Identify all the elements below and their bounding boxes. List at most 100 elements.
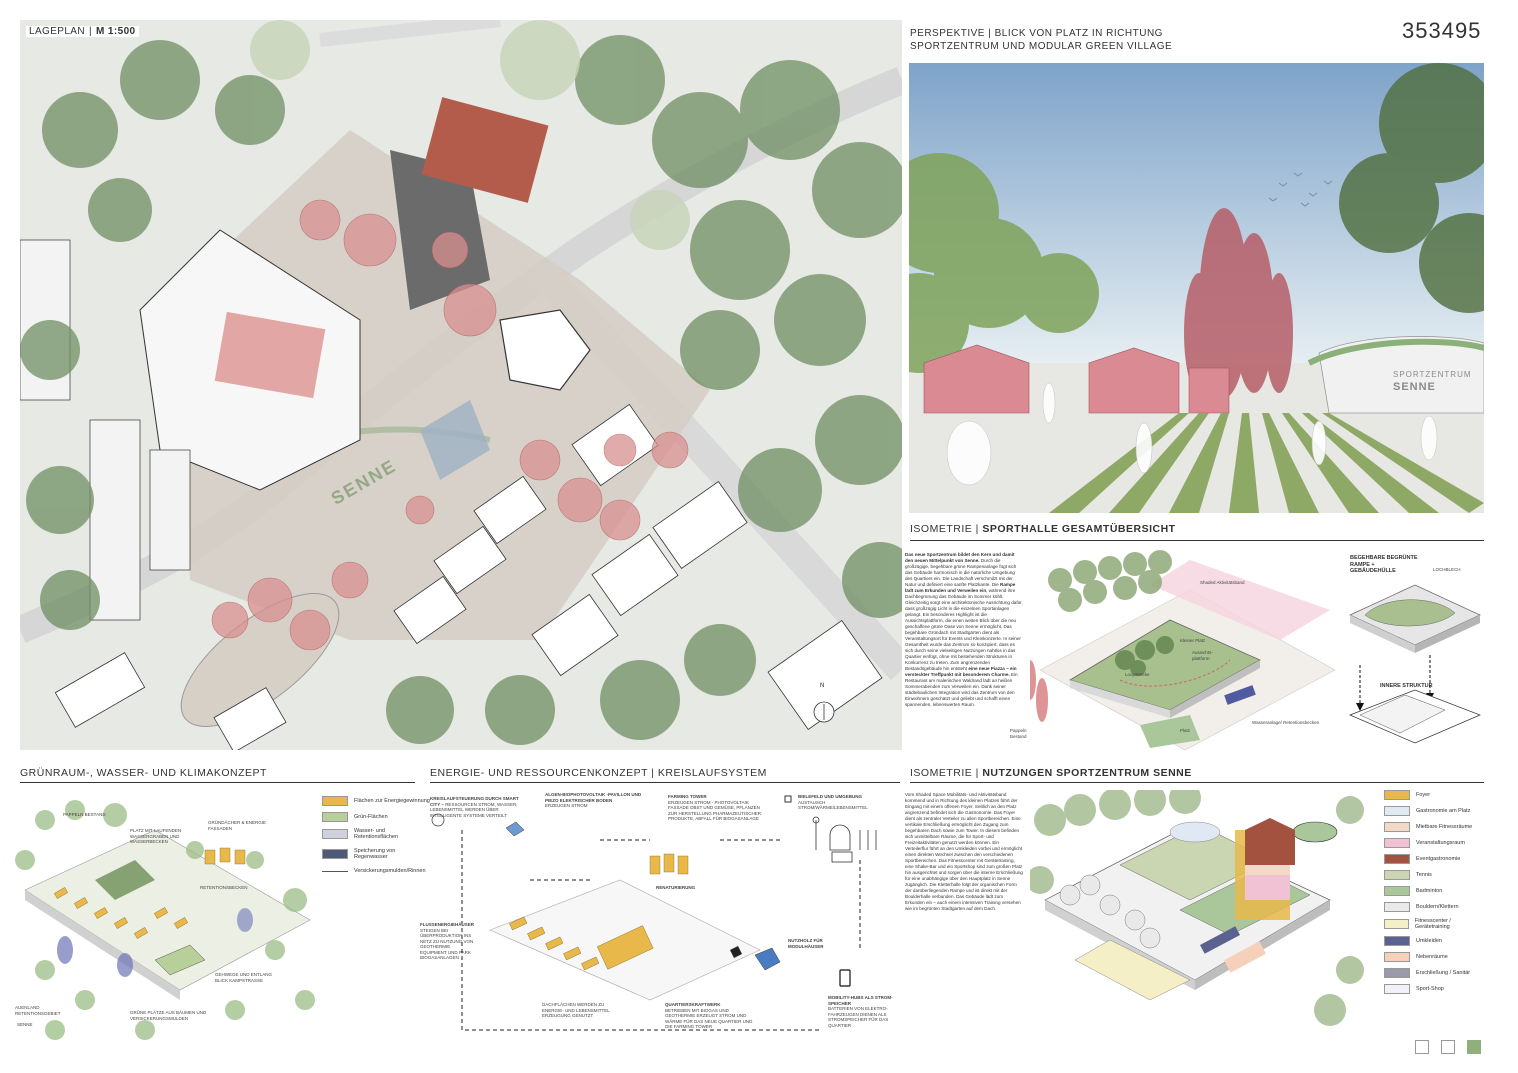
- para-part-1: Durch die großzügige, begehbare grüne Ra…: [905, 558, 1017, 587]
- usage-legend-2: Mietbare Fitnessräume: [1384, 822, 1484, 832]
- site-plan-drawing: [20, 20, 902, 750]
- para-part-3: , während ihre Dachbegrünung das Gebäude…: [905, 588, 1023, 671]
- gc-legend-label-0: Flächen zur Energiegewinnung: [354, 798, 430, 804]
- en-bielefeld: BIELEFELD UND UMGEBUNG AUSTAUSCH STROM/W…: [798, 794, 888, 811]
- usage-legend-swatch-10: [1384, 952, 1410, 962]
- gc-baumen: GRÜNE PLÄTZE AUS BÄUMEN UND VERSICKERUNG…: [130, 1010, 207, 1021]
- perspective-title-bold-2: SPORTZENTRUM UND MODULAR GREEN VILLAGE: [910, 41, 1173, 52]
- en-algen-text: ERZEUGEN STROM: [545, 803, 588, 808]
- perspective-title-bold-1: BLICK VON PLATZ IN RICHTUNG: [994, 28, 1163, 39]
- gc-legend-swatch-3: [322, 849, 348, 859]
- para-part-2: Rampe lädt zum Erkunden und Verweilen ei…: [905, 582, 1016, 593]
- en-quartier-text: BETRIEBEN MIT BIOGAS UND GEOTHERMIE ERZE…: [665, 1007, 753, 1030]
- usage-legend-swatch-9: [1384, 936, 1410, 946]
- en-smart-city: KREISLAUFSTEUERUNG DURCH SMART CITY – RE…: [430, 796, 525, 818]
- gc-legend-2: Wasser- und Retentionsflächen: [322, 828, 412, 840]
- iso-usage-title-bold: NUTZUNGEN SPORTZENTRUM SENNE: [982, 767, 1192, 779]
- en-algen: ALGEN-BIOPHOTOVOLTAIK -PAVILLON UND PIEZ…: [545, 792, 645, 809]
- gc-platz: PLATZ MIT LAUFENDEN WASSERGRABEN UND WAS…: [130, 828, 182, 844]
- iso-overview-svg: [1018, 550, 1336, 751]
- iso-platz-label: Platz: [1180, 728, 1191, 733]
- iso-aussicht-label: Aussichts-plattform: [1192, 650, 1213, 661]
- usage-legend-swatch-2: [1384, 822, 1410, 832]
- iso-usage-drawing: [1026, 782, 1370, 1045]
- usage-legend-8: Fitnesscenter / Gerätetraining: [1384, 918, 1484, 930]
- sport-sign-line1: SPORTZENTRUM: [1393, 370, 1472, 379]
- usage-legend-swatch-5: [1384, 870, 1410, 880]
- usage-legend-label-1: Gastronomie am Platz: [1416, 808, 1471, 814]
- north-label: N: [820, 683, 825, 689]
- usage-legend-11: Erschließung / Sanitär: [1384, 968, 1484, 978]
- iso-wasser-label: Wasseranlage/ Retentionsbecken: [1252, 720, 1320, 725]
- energy-concept-rule: [430, 782, 900, 783]
- en-mobility-text: BATTERIEN VON ELEKTRO-FAHRZEUGEN DIENEN …: [828, 1006, 889, 1028]
- site-plan-title: LAGEPLAN|M 1:500: [26, 26, 139, 37]
- gc-legend-label-3: Speicherung von Regenwasser: [354, 848, 396, 860]
- gc-retention: RETENTIONSBECKEN: [200, 885, 248, 890]
- en-quartier-title: QUARTIERSKRAFTWERK: [665, 1002, 721, 1007]
- iso-usage-title-light: ISOMETRIE: [910, 767, 973, 779]
- page-marker-2: [1441, 1040, 1455, 1054]
- usage-legend-swatch-4: [1384, 854, 1410, 864]
- para-part-0: Das neue Sportzentrum bildet den Kern un…: [905, 552, 1015, 563]
- site-plan-title-text: LAGEPLAN: [29, 26, 86, 37]
- usage-legend-swatch-6: [1384, 886, 1410, 896]
- iso-usage-legend: Foyer Gastronomie am Platz Mietbare Fitn…: [1384, 790, 1484, 1000]
- iso-overview-drawing: Shaded Aktivitätsband Kleiner Platz Auss…: [1010, 550, 1340, 760]
- iso-overview-title-light: ISOMETRIE: [910, 523, 973, 535]
- usage-legend-3: Veranstaltungsraum: [1384, 838, 1484, 848]
- en-fluss: FLUSSENERGIEHÄUSER STEIGEN BEI ÜBERPRODU…: [420, 922, 475, 961]
- usage-legend-label-6: Badminton: [1416, 888, 1443, 894]
- rampe-title: BEGEHBARE BEGRÜNTE RAMPE + GEBÄUDEHÜLLE: [1350, 555, 1418, 574]
- para-part-4: eine neue Piazza – ein versteckter Treff…: [905, 666, 1017, 677]
- usage-legend-label-7: Bouldern/Klettern: [1416, 904, 1459, 910]
- usage-legend-4: Eventgastronomie: [1384, 854, 1484, 864]
- site-plan-scale: M 1:500: [96, 26, 136, 37]
- iso-shaded-label: Shaded Aktivitätsband: [1200, 580, 1245, 585]
- energy-title-bold: KREISLAUFSYSTEM: [657, 767, 767, 779]
- perspective-title-light: PERSPEKTIVE: [910, 28, 985, 39]
- usage-legend-9: Umkleiden: [1384, 936, 1484, 946]
- en-bielefeld-text: AUSTAUSCH STROM/WÄRME/LEBENSMITTEL: [798, 799, 868, 811]
- iso-overview-title-bold: SPORTHALLE GESAMTÜBERSICHT: [982, 523, 1176, 535]
- isometry-usage-title: ISOMETRIE | NUTZUNGEN SPORTZENTRUM SENNE: [910, 767, 1192, 779]
- en-renaturierung: RENATURIERUNG: [656, 885, 696, 890]
- gc-fassaden: GRÜNDÄCHER & ENERGIE FASSADEN: [208, 820, 267, 831]
- innere-title: INNERE STRUKTUR: [1380, 683, 1433, 689]
- usage-legend-7: Bouldern/Klettern: [1384, 902, 1484, 912]
- usage-legend-swatch-8: [1384, 919, 1409, 929]
- gc-legend-4: Versickerungsmulden/Rinnen: [322, 868, 426, 874]
- en-algen-title: ALGEN-BIOPHOTOVOLTAIK -PAVILLON UND PIEZ…: [545, 792, 642, 803]
- para-part-5: Ein Restaurant am malerischen Waldrand l…: [905, 672, 1018, 707]
- usage-legend-swatch-12: [1384, 984, 1410, 994]
- usage-legend-12: Sport-Shop: [1384, 984, 1484, 994]
- gc-legend-0: Flächen zur Energiegewinnung: [322, 796, 430, 806]
- usage-legend-5: Tennis: [1384, 870, 1484, 880]
- usage-legend-label-2: Mietbare Fitnessräume: [1416, 824, 1473, 830]
- usage-legend-swatch-11: [1384, 968, 1410, 978]
- gc-senne: SENNE: [17, 1022, 33, 1027]
- en-dach: DACHFLÄCHEN WERDEN ZU ENERGIE- UND LEBEN…: [542, 1002, 610, 1018]
- gc-pappeln: PAPPELN BESTAND: [63, 812, 106, 817]
- usage-legend-1: Gastronomie am Platz: [1384, 806, 1484, 816]
- usage-legend-label-12: Sport-Shop: [1416, 986, 1444, 992]
- usage-legend-10: Nebenräume: [1384, 952, 1484, 962]
- sport-sign-line2: SENNE: [1393, 381, 1436, 393]
- perspective-drawing: [909, 63, 1484, 513]
- green-concept-svg: [15, 800, 315, 1040]
- usage-legend-label-11: Erschließung / Sanitär: [1416, 970, 1471, 976]
- gc-legend-swatch-0: [322, 796, 348, 806]
- usage-legend-label-9: Umkleiden: [1416, 938, 1442, 944]
- usage-legend-swatch-0: [1384, 790, 1410, 800]
- perspective-title: PERSPEKTIVE | BLICK VON PLATZ IN RICHTUN…: [910, 28, 1173, 52]
- en-farming-title: FARMING TOWER: [668, 794, 707, 799]
- iso-overview-paragraph: Das neue Sportzentrum bildet den Kern un…: [905, 552, 1023, 757]
- site-plan: SENNE N: [20, 20, 902, 750]
- usage-legend-label-10: Nebenräume: [1416, 954, 1448, 960]
- en-nutzholz: NUTZHOLZ FÜR MODULHÄUSER: [788, 938, 824, 949]
- en-mobility-title: MOBILITY-HUBS ALS STROM-SPEICHER: [828, 995, 893, 1006]
- usage-legend-label-5: Tennis: [1416, 872, 1432, 878]
- project-number: 353495: [1402, 18, 1482, 43]
- gc-legend-3: Speicherung von Regenwasser: [322, 848, 412, 860]
- gc-legend-swatch-2: [322, 829, 348, 839]
